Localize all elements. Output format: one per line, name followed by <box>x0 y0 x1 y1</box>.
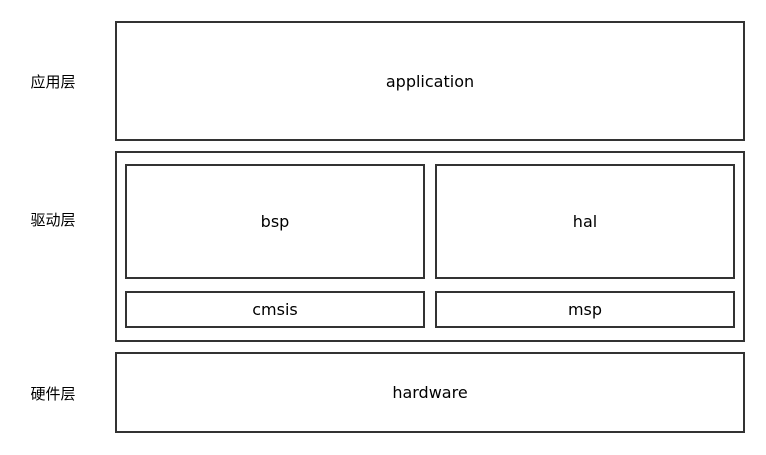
hal-box-label: hal <box>572 212 598 231</box>
hardware-layer-label: 硬件层 <box>30 385 76 403</box>
msp-box: msp <box>435 291 735 328</box>
cmsis-box: cmsis <box>125 291 425 328</box>
driver-layer-label: 驱动层 <box>30 211 76 229</box>
application-box: application <box>115 21 745 141</box>
hal-box: hal <box>435 164 735 279</box>
cmsis-box-label: cmsis <box>252 300 298 319</box>
hardware-box-label: hardware <box>392 383 468 402</box>
msp-box-label: msp <box>567 300 603 319</box>
bsp-box: bsp <box>125 164 425 279</box>
hardware-box: hardware <box>115 352 745 433</box>
application-layer-label: 应用层 <box>30 73 76 91</box>
bsp-box-label: bsp <box>260 212 290 231</box>
application-box-label: application <box>385 71 475 91</box>
